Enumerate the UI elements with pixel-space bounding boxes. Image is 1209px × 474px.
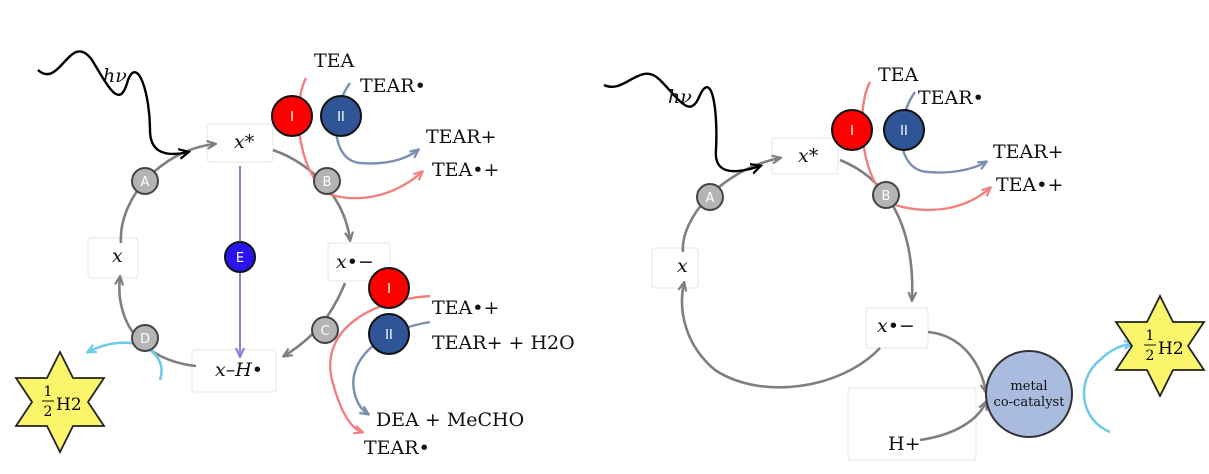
right-x-star-label: x* [798, 145, 819, 167]
x-box [87, 237, 139, 279]
x-label: x [112, 245, 123, 267]
right-x-label: x [677, 255, 688, 277]
svg-text:D: D [140, 332, 150, 347]
arc-anion-to-xh [284, 282, 347, 356]
x-h-label: x–H• [215, 359, 263, 381]
anion-to-catalyst-arrow [927, 330, 986, 392]
upper-node-ii: II [320, 95, 362, 137]
right-x-anion-label: x•− [877, 315, 915, 337]
svg-text:co-catalyst: co-catalyst [994, 395, 1066, 410]
right-arc-anion-to-x [682, 283, 881, 389]
svg-text:I: I [850, 124, 854, 139]
node-c: C [311, 316, 339, 344]
svg-text:H2: H2 [1158, 339, 1184, 359]
svg-text:C: C [320, 324, 329, 339]
svg-text:II: II [900, 124, 908, 139]
upper-tear-radical-label: TEAR• [360, 75, 426, 97]
svg-text:B: B [882, 189, 891, 204]
lower-node-ii: II [368, 313, 410, 355]
proton-label: H+ [888, 433, 921, 455]
right-node-b: B [872, 181, 900, 209]
photon-wave-arrow [37, 50, 188, 154]
right-tea-cation-label: TEA•+ [996, 174, 1063, 196]
right-tear-plus-label: TEAR+ [993, 141, 1064, 163]
node-a: A [131, 167, 159, 195]
lower-tea-cation-label: TEA•+ [432, 297, 499, 319]
svg-text:1: 1 [44, 384, 53, 400]
right-photon-wave-arrow [603, 72, 760, 171]
upper-node-i: I [271, 95, 313, 137]
upper-tea-label: TEA [314, 50, 355, 72]
svg-text:1: 1 [1146, 328, 1155, 344]
arc-xh-to-x [119, 277, 197, 368]
metal-co-catalyst: metal co-catalyst [985, 350, 1073, 438]
lower-node-i: I [368, 267, 410, 309]
right-node-a: A [696, 183, 724, 211]
svg-text:A: A [141, 175, 150, 190]
svg-text:2: 2 [44, 404, 53, 420]
x-star-label: x* [234, 131, 255, 153]
x-h-box [191, 349, 277, 393]
right-cycle: hν x* x x•− H+ TEA TEAR• TEAR+ TEA•+ A B… [603, 64, 1206, 461]
upper-tear-plus-label: TEAR+ [426, 126, 497, 148]
proton-to-catalyst-arrow [919, 402, 986, 442]
svg-text:II: II [337, 110, 345, 125]
svg-text:A: A [706, 191, 715, 206]
right-x-box [651, 247, 699, 289]
left-h2-star: 1 2 H2 [14, 349, 106, 455]
lower-tear-plus-h2o-label: TEAR+ + H2O [432, 332, 575, 354]
svg-text:I: I [387, 282, 391, 297]
lower-tear-radical-label: TEAR• [364, 437, 430, 459]
x-anion-label: x•− [336, 251, 374, 273]
node-d: D [131, 324, 159, 352]
left-cycle: hν x* x x•− x–H• TEA TEAR• TEAR+ TEA•+ T… [14, 50, 575, 459]
right-tear-radical-label: TEAR• [918, 87, 984, 109]
svg-text:2: 2 [1146, 348, 1155, 364]
right-tea-label: TEA [878, 64, 919, 86]
arc-xstar-to-anion [272, 148, 350, 240]
dea-mecho-label: DEA + MeCHO [376, 409, 524, 431]
right-proton-box [847, 387, 977, 461]
right-photon-label: hν [668, 86, 692, 108]
arc-x-to-xstar [119, 144, 215, 244]
svg-text:B: B [323, 175, 332, 190]
svg-text:H2: H2 [56, 395, 82, 415]
right-arc-xstar-to-anion [839, 158, 912, 300]
svg-text:E: E [236, 251, 244, 266]
node-e: E [224, 241, 256, 273]
right-node-i: I [831, 109, 873, 151]
right-h2-arrow [1082, 344, 1132, 434]
right-x-anion-box [865, 307, 929, 349]
svg-text:metal: metal [1010, 379, 1047, 394]
svg-text:I: I [290, 110, 294, 125]
svg-text:II: II [385, 328, 393, 343]
right-node-ii: II [883, 109, 925, 151]
photon-label: hν [103, 65, 127, 87]
node-b: B [313, 167, 341, 195]
upper-tea-cation-label: TEA•+ [432, 159, 499, 181]
x-anion-box [327, 242, 391, 282]
right-h2-star: 1 2 H2 [1114, 293, 1206, 399]
